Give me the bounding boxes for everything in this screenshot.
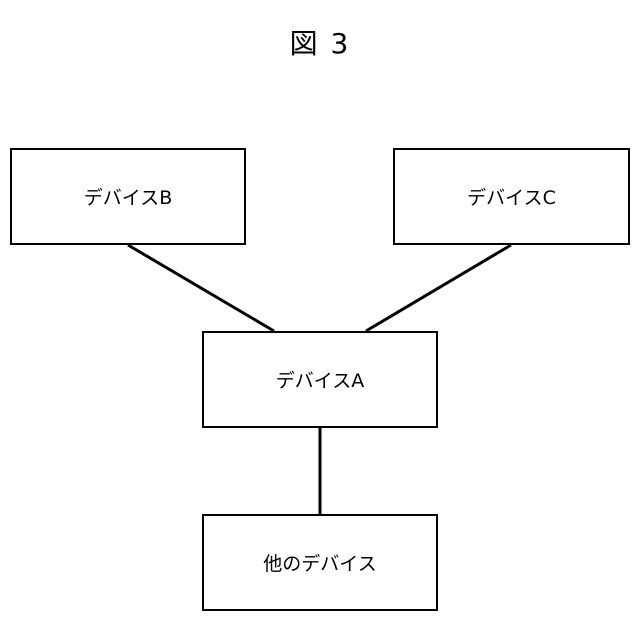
node-device-a-label: デバイスA — [276, 366, 364, 393]
node-device-c: デバイスC — [393, 148, 630, 245]
node-device-a: デバイスA — [202, 331, 438, 428]
node-device-c-label: デバイスC — [467, 183, 556, 210]
edge-device-c-to-device-a — [366, 245, 511, 331]
node-other-device-label: 他のデバイス — [263, 549, 376, 576]
node-other-device: 他のデバイス — [202, 514, 438, 611]
node-device-b-label: デバイスB — [84, 183, 172, 210]
node-device-b: デバイスB — [10, 148, 246, 245]
edge-device-b-to-device-a — [128, 245, 274, 331]
